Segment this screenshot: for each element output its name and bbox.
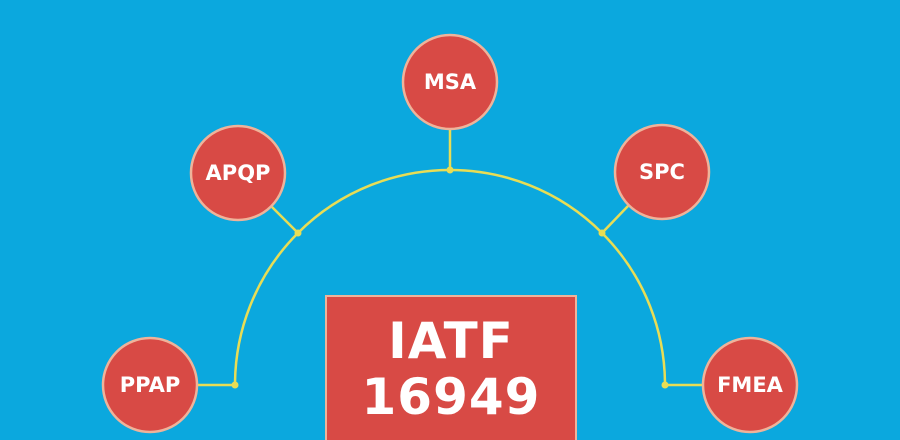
connector-spc xyxy=(601,205,629,234)
junction-dot-ppap xyxy=(231,381,239,389)
node-ppap-label: PPAP xyxy=(120,373,181,397)
node-fmea-label: FMEA xyxy=(717,373,784,397)
center-title-line-1: IATF xyxy=(388,312,514,370)
junction-dot-spc xyxy=(598,229,606,237)
node-msa: MSA xyxy=(401,33,499,131)
node-apqp-label: APQP xyxy=(206,161,271,185)
junction-dot-fmea xyxy=(661,381,669,389)
node-spc-label: SPC xyxy=(639,160,685,184)
connector-apqp xyxy=(271,206,299,234)
node-apqp: APQP xyxy=(189,124,287,222)
junction-dot-msa xyxy=(446,166,454,174)
junction-dot-apqp xyxy=(294,229,302,237)
center-title-line-2: 16949 xyxy=(361,368,541,426)
node-msa-label: MSA xyxy=(424,70,477,94)
center-title-box: IATF 16949 xyxy=(325,295,577,440)
node-ppap: PPAP xyxy=(101,336,199,434)
node-fmea: FMEA xyxy=(701,336,799,434)
node-spc: SPC xyxy=(613,123,711,221)
